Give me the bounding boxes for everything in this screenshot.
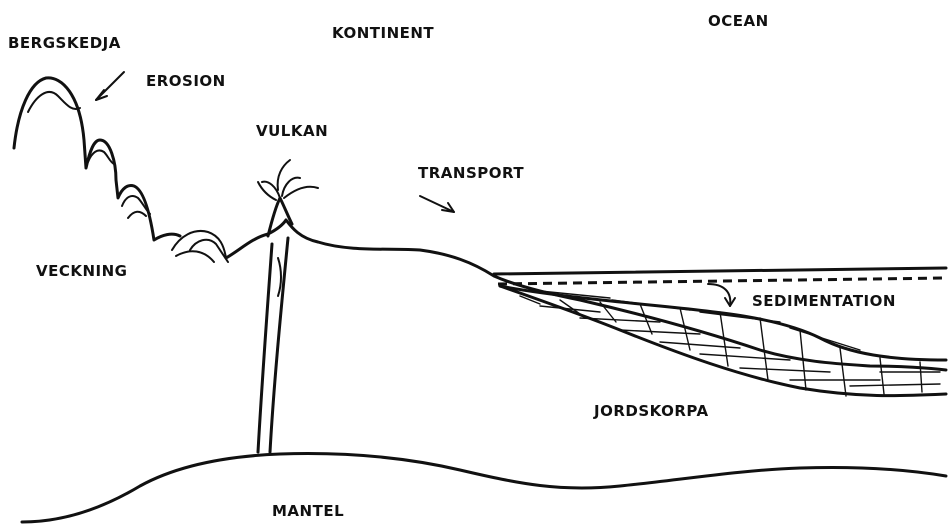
label-sedimentation: SEDIMENTATION xyxy=(752,292,896,310)
label-transport: TRANSPORT xyxy=(418,164,524,182)
label-jordskorpa: JORDSKORPA xyxy=(593,402,709,420)
label-erosion: EROSION xyxy=(146,72,226,90)
mantle-boundary xyxy=(22,454,946,522)
label-kontinent: KONTINENT xyxy=(332,24,434,42)
volcano xyxy=(258,160,318,452)
sea-level xyxy=(494,268,946,284)
transport-arrow xyxy=(420,196,454,212)
label-bergskedja: BERGSKEDJA xyxy=(8,34,121,52)
label-ocean: OCEAN xyxy=(708,12,769,30)
label-veckning: VECKNING xyxy=(36,262,128,280)
mountain-range xyxy=(14,78,228,262)
label-mantel: MANTEL xyxy=(272,502,344,520)
erosion-arrow xyxy=(96,72,124,100)
label-vulkan: VULKAN xyxy=(256,122,328,140)
sedimentation-arrow xyxy=(708,284,735,306)
